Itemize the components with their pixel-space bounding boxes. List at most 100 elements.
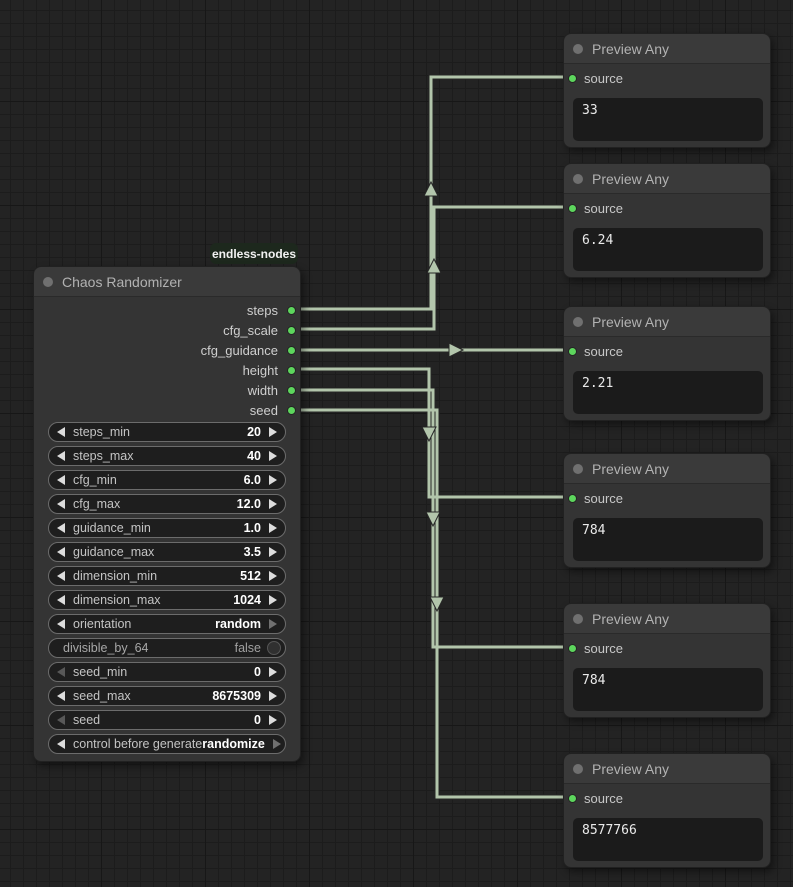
input-slot-source: source xyxy=(564,488,770,508)
increment-arrow-icon[interactable] xyxy=(269,595,277,605)
increment-arrow-icon[interactable] xyxy=(269,427,277,437)
widget-guidance-max[interactable]: guidance_max 3.5 xyxy=(48,542,286,562)
increment-arrow-icon[interactable] xyxy=(269,667,277,677)
decrement-arrow-icon[interactable] xyxy=(57,547,65,557)
preview-any-node-4[interactable]: Preview Any source 784 xyxy=(563,453,771,568)
decrement-arrow-icon[interactable] xyxy=(57,451,65,461)
node-title: Preview Any xyxy=(592,760,670,777)
widget-cfg-max[interactable]: cfg_max 12.0 xyxy=(48,494,286,514)
increment-arrow-icon[interactable] xyxy=(269,523,277,533)
widget-label: guidance_min xyxy=(73,521,151,535)
collapse-dot-icon[interactable] xyxy=(573,43,583,54)
preview-any-node-2[interactable]: Preview Any source 6.24 xyxy=(563,163,771,278)
node-header[interactable]: Preview Any xyxy=(564,604,770,634)
preview-value-box[interactable]: 8577766 xyxy=(573,818,763,861)
decrement-arrow-icon[interactable] xyxy=(57,595,65,605)
output-slot-height: height xyxy=(34,360,300,380)
node-header[interactable]: Preview Any xyxy=(564,754,770,784)
output-port-icon[interactable] xyxy=(287,345,296,355)
input-slot-source: source xyxy=(564,198,770,218)
increment-arrow-icon[interactable] xyxy=(269,475,277,485)
widget-steps-max[interactable]: steps_max 40 xyxy=(48,446,286,466)
widget-label: orientation xyxy=(73,617,132,631)
decrement-arrow-icon[interactable] xyxy=(57,427,65,437)
preview-any-node-3[interactable]: Preview Any source 2.21 xyxy=(563,306,771,421)
widget-cfg-min[interactable]: cfg_min 6.0 xyxy=(48,470,286,490)
collapse-dot-icon[interactable] xyxy=(573,613,583,624)
widget-orientation[interactable]: orientation random xyxy=(48,614,286,634)
preview-value-box[interactable]: 784 xyxy=(573,518,763,561)
increment-arrow-icon[interactable] xyxy=(269,571,277,581)
output-port-icon[interactable] xyxy=(287,405,296,415)
collapse-dot-icon[interactable] xyxy=(573,763,583,774)
increment-arrow-icon[interactable] xyxy=(269,619,277,629)
decrement-arrow-icon[interactable] xyxy=(57,667,65,677)
input-port-icon[interactable] xyxy=(568,643,577,653)
widget-dimension-max[interactable]: dimension_max 1024 xyxy=(48,590,286,610)
chaos-randomizer-node[interactable]: Chaos Randomizer steps cfg_scale cfg_gui… xyxy=(33,266,301,762)
slot-label: source xyxy=(584,640,624,656)
output-port-icon[interactable] xyxy=(287,305,296,315)
output-port-icon[interactable] xyxy=(287,325,296,335)
preview-any-node-5[interactable]: Preview Any source 784 xyxy=(563,603,771,718)
preview-value-box[interactable]: 6.24 xyxy=(573,228,763,271)
input-port-icon[interactable] xyxy=(568,793,577,803)
node-header[interactable]: Chaos Randomizer xyxy=(34,267,300,297)
collapse-dot-icon[interactable] xyxy=(573,463,583,474)
widget-seed-max[interactable]: seed_max 8675309 xyxy=(48,686,286,706)
preview-any-node-1[interactable]: Preview Any source 33 xyxy=(563,33,771,148)
widget-seed[interactable]: seed 0 xyxy=(48,710,286,730)
widget-value: 3.5 xyxy=(243,545,261,559)
widget-steps-min[interactable]: steps_min 20 xyxy=(48,422,286,442)
node-title: Chaos Randomizer xyxy=(62,273,182,290)
increment-arrow-icon[interactable] xyxy=(269,499,277,509)
collapse-dot-icon[interactable] xyxy=(43,276,53,287)
input-slot-source: source xyxy=(564,341,770,361)
decrement-arrow-icon[interactable] xyxy=(57,475,65,485)
decrement-arrow-icon[interactable] xyxy=(57,571,65,581)
output-port-icon[interactable] xyxy=(287,365,296,375)
increment-arrow-icon[interactable] xyxy=(269,691,277,701)
node-header[interactable]: Preview Any xyxy=(564,164,770,194)
node-title: Preview Any xyxy=(592,40,670,57)
collapse-dot-icon[interactable] xyxy=(573,173,583,184)
wire-arrow-up-icon xyxy=(423,180,439,197)
preview-value-box[interactable]: 784 xyxy=(573,668,763,711)
input-port-icon[interactable] xyxy=(568,73,577,83)
decrement-arrow-icon[interactable] xyxy=(57,499,65,509)
widget-divisible-by-64[interactable]: divisible_by_64 false xyxy=(48,638,286,658)
widget-seed-min[interactable]: seed_min 0 xyxy=(48,662,286,682)
preview-value-box[interactable]: 33 xyxy=(573,98,763,141)
node-header[interactable]: Preview Any xyxy=(564,34,770,64)
decrement-arrow-icon[interactable] xyxy=(57,715,65,725)
increment-arrow-icon[interactable] xyxy=(269,451,277,461)
output-port-icon[interactable] xyxy=(287,385,296,395)
preview-value-box[interactable]: 2.21 xyxy=(573,371,763,414)
increment-arrow-icon[interactable] xyxy=(272,739,281,749)
toggle-off-icon[interactable] xyxy=(267,641,281,655)
widget-label: seed_max xyxy=(73,689,131,703)
input-port-icon[interactable] xyxy=(568,346,577,356)
slot-label: seed xyxy=(249,402,278,418)
wire-arrow-up-icon xyxy=(426,257,442,274)
input-port-icon[interactable] xyxy=(568,493,577,503)
decrement-arrow-icon[interactable] xyxy=(57,523,65,533)
preview-any-node-6[interactable]: Preview Any source 8577766 xyxy=(563,753,771,868)
input-port-icon[interactable] xyxy=(568,203,577,213)
widget-control-before-generate[interactable]: control before generate randomize xyxy=(48,734,286,754)
widget-guidance-min[interactable]: guidance_min 1.0 xyxy=(48,518,286,538)
widget-value: 6.0 xyxy=(243,473,261,487)
collapse-dot-icon[interactable] xyxy=(573,316,583,327)
widget-label: divisible_by_64 xyxy=(63,641,149,655)
decrement-arrow-icon[interactable] xyxy=(57,619,65,629)
wire-arrow-right-icon xyxy=(448,342,465,358)
wire-arrow-down-icon xyxy=(425,511,441,528)
decrement-arrow-icon[interactable] xyxy=(57,691,65,701)
decrement-arrow-icon[interactable] xyxy=(57,739,65,749)
node-header[interactable]: Preview Any xyxy=(564,454,770,484)
node-header[interactable]: Preview Any xyxy=(564,307,770,337)
increment-arrow-icon[interactable] xyxy=(269,547,277,557)
increment-arrow-icon[interactable] xyxy=(269,715,277,725)
widget-dimension-min[interactable]: dimension_min 512 xyxy=(48,566,286,586)
